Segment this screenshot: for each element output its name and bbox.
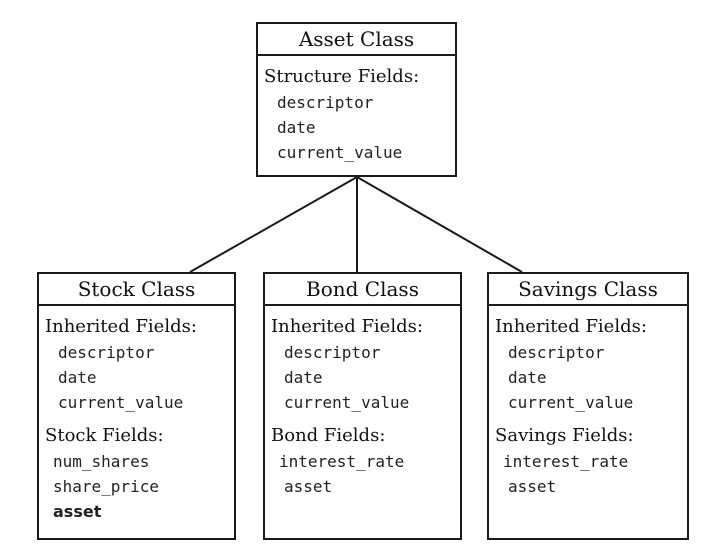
bond-fields-heading: Bond Fields: (271, 425, 386, 446)
asset-class-title: Asset Class (258, 24, 455, 56)
savings-class-title: Savings Class (489, 274, 687, 306)
asset-class-body: Structure Fields: descriptor date curren… (258, 56, 455, 165)
savings-inherited-descriptor: descriptor (508, 343, 605, 362)
savings-inherited-current-value: current_value (508, 393, 634, 412)
stock-class-box: Stock Class Inherited Fields: descriptor… (37, 272, 236, 540)
asset-class-box: Asset Class Structure Fields: descriptor… (256, 22, 457, 177)
stock-inherited-heading: Inherited Fields: (45, 316, 197, 337)
stock-fields-heading: Stock Fields: (45, 425, 164, 446)
stock-field-num-shares: num_shares (53, 452, 150, 471)
stock-inherited-date: date (58, 368, 97, 387)
bond-class-title: Bond Class (265, 274, 460, 306)
stock-class-title: Stock Class (39, 274, 234, 306)
connector-asset-to-stock (189, 176, 358, 273)
bond-inherited-heading: Inherited Fields: (271, 316, 423, 337)
bond-inherited-descriptor: descriptor (284, 343, 381, 362)
structure-fields-heading: Structure Fields: (264, 66, 420, 87)
bond-field-asset: asset (284, 477, 333, 496)
bond-class-body: Inherited Fields: descriptor date curren… (265, 306, 460, 499)
bond-inherited-date: date (284, 368, 323, 387)
stock-field-share-price: share_price (53, 477, 159, 496)
savings-fields-heading: Savings Fields: (495, 425, 634, 446)
savings-class-body: Inherited Fields: descriptor date curren… (489, 306, 687, 499)
savings-inherited-heading: Inherited Fields: (495, 316, 647, 337)
stock-inherited-current-value: current_value (58, 393, 184, 412)
asset-field-date: date (277, 118, 316, 137)
stock-inherited-descriptor: descriptor (58, 343, 155, 362)
stock-field-asset: asset (53, 502, 102, 521)
savings-field-interest-rate: interest_rate (503, 452, 629, 471)
bond-class-box: Bond Class Inherited Fields: descriptor … (263, 272, 462, 540)
asset-field-descriptor: descriptor (277, 93, 374, 112)
stock-class-body: Inherited Fields: descriptor date curren… (39, 306, 234, 524)
savings-field-asset: asset (508, 477, 557, 496)
bond-inherited-current-value: current_value (284, 393, 410, 412)
bond-field-interest-rate: interest_rate (279, 452, 405, 471)
savings-inherited-date: date (508, 368, 547, 387)
connector-asset-to-savings (356, 176, 523, 273)
savings-class-box: Savings Class Inherited Fields: descript… (487, 272, 689, 540)
asset-field-current-value: current_value (277, 143, 403, 162)
